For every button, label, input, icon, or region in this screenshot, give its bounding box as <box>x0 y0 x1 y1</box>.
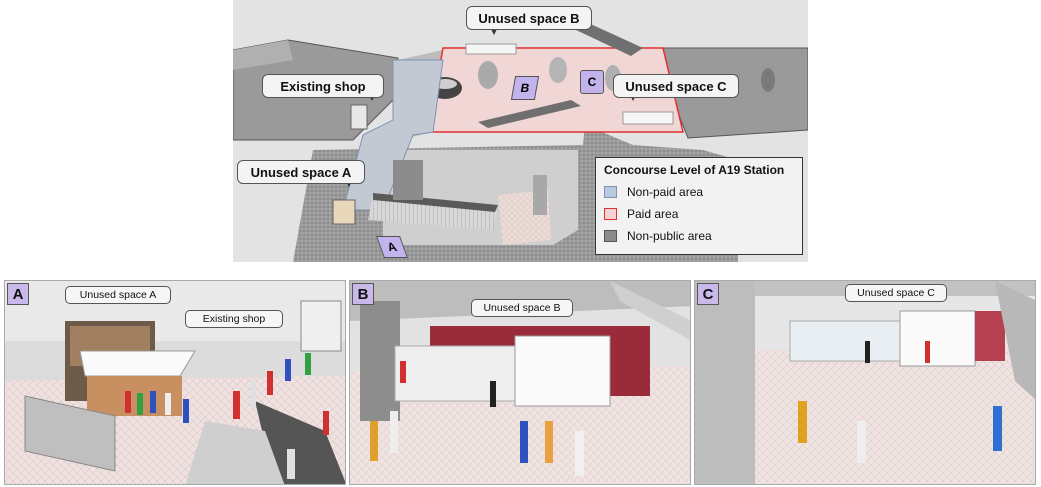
unused-space-c-model <box>622 111 674 125</box>
legend-item-non-public: Non-public area <box>604 228 712 244</box>
callout-pointer <box>491 29 497 35</box>
legend-title: Concourse Level of A19 Station <box>604 163 785 177</box>
crowd <box>370 361 584 476</box>
panel-c-scene <box>695 281 1035 484</box>
existing-shop-model <box>350 104 368 130</box>
view-marker-b: B <box>510 76 540 100</box>
staircase <box>368 195 498 230</box>
shelves <box>394 345 516 402</box>
legend-swatch-non-public <box>604 230 617 242</box>
legend-label: Paid area <box>627 207 679 221</box>
legend-label: Non-paid area <box>627 185 704 199</box>
booth <box>899 310 976 367</box>
escalator-middle <box>478 100 581 128</box>
map-legend: Concourse Level of A19 Station Non-paid … <box>595 157 803 255</box>
legend-item-paid: Paid area <box>604 206 678 222</box>
escalator <box>255 401 345 484</box>
shelves <box>789 320 911 362</box>
panel-c-callout-unused-space-c: Unused space C <box>845 284 947 302</box>
marker-label: A <box>385 240 399 254</box>
stairs <box>185 421 285 484</box>
pillar <box>478 61 498 89</box>
legend-label: Non-public area <box>627 229 712 243</box>
shelf-red <box>975 311 1005 361</box>
stairs <box>995 281 1035 400</box>
booth-canopy <box>79 350 196 377</box>
panel-c-label: C <box>697 283 719 305</box>
railing <box>24 395 116 472</box>
marker-label: C <box>587 75 597 89</box>
panel-a-view: A Unused space A Existing shop <box>4 280 346 485</box>
lower-pillar <box>393 160 423 200</box>
panel-b-scene <box>350 281 690 484</box>
callout-unused-space-a: Unused space A <box>237 160 365 184</box>
legend-item-non-paid: Non-paid area <box>604 184 703 200</box>
panel-a-label: A <box>7 283 29 305</box>
pillar <box>549 57 567 83</box>
panel-b-callout-unused-space-b: Unused space B <box>471 299 573 317</box>
left-block-top <box>233 40 293 70</box>
lower-pillar <box>533 175 547 215</box>
crowd <box>798 341 1002 463</box>
panel-b-view: B Unused space B <box>349 280 691 485</box>
booth <box>514 335 611 407</box>
stairs <box>610 281 690 340</box>
unused-space-a-model <box>332 199 356 225</box>
callout-unused-space-c: Unused space C <box>613 74 739 98</box>
legend-swatch-paid <box>604 208 617 220</box>
pillar <box>360 301 400 421</box>
crowd <box>125 353 329 479</box>
panel-a-callout-existing-shop: Existing shop <box>185 310 283 328</box>
marker-label: B <box>519 81 531 95</box>
panel-a-callout-unused-space-a: Unused space A <box>65 286 171 304</box>
panel-c-view: C Unused space C <box>694 280 1036 485</box>
legend-swatch-non-paid <box>604 186 617 198</box>
pillar-large <box>695 281 755 484</box>
existing-shop-view <box>300 300 342 352</box>
unused-space-b-model <box>465 43 517 55</box>
panel-b-label: B <box>352 283 374 305</box>
view-marker-c: C <box>580 70 604 94</box>
callout-unused-space-b: Unused space B <box>466 6 592 30</box>
callout-existing-shop: Existing shop <box>262 74 384 98</box>
pillar <box>761 68 775 92</box>
panel-a-scene <box>5 281 345 484</box>
